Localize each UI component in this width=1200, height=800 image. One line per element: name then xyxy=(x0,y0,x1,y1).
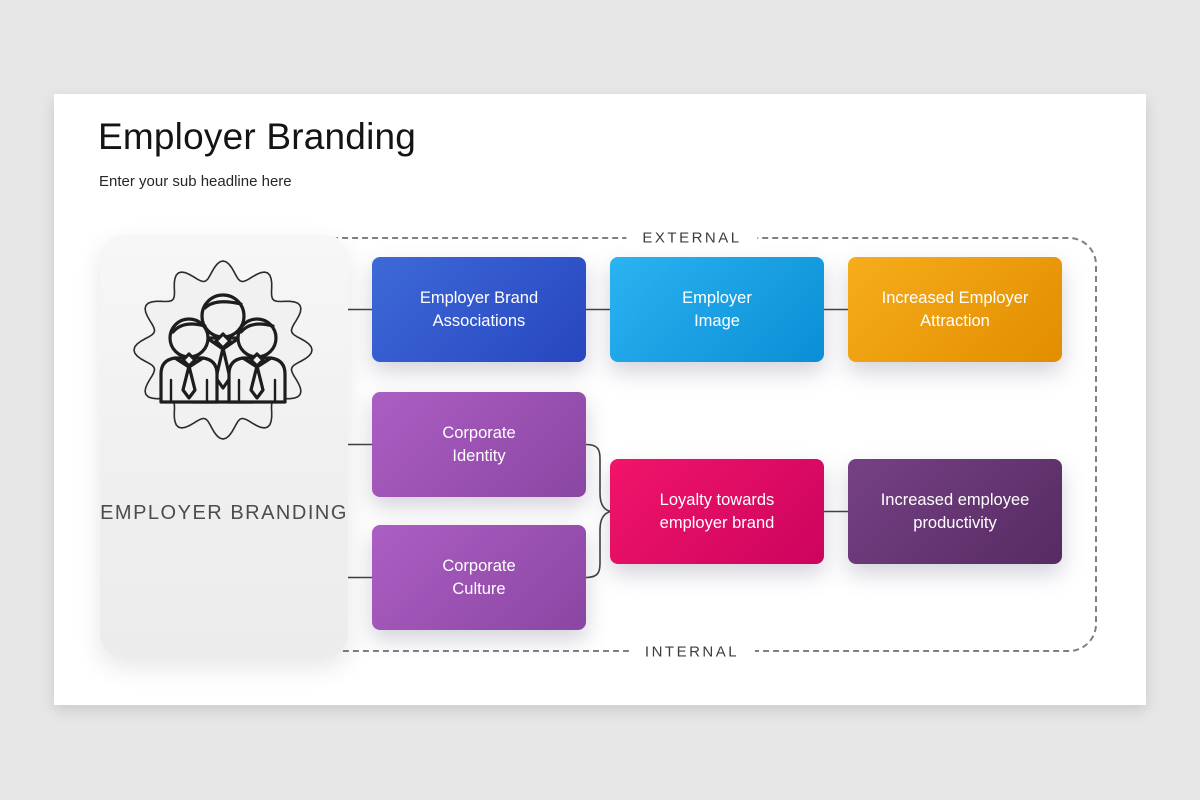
node-label-line2: employer brand xyxy=(659,513,775,532)
node-label-line1: Employer Brand xyxy=(419,289,539,308)
hub-label-line2: BRANDING xyxy=(230,502,348,524)
node-employer-image: Employer Image xyxy=(610,257,824,362)
hub-card-employer-branding: EMPLOYER BRANDING xyxy=(100,235,348,657)
zone-label-internal: INTERNAL xyxy=(628,641,756,663)
hub-label-line1: EMPLOYER xyxy=(100,502,224,524)
node-label-line2: Associations xyxy=(432,311,526,330)
node-corporate-identity: Corporate Identity xyxy=(372,392,586,497)
slide-canvas: Employer Branding Enter your sub headlin… xyxy=(54,94,1146,705)
node-increased-employee-productivity: Increased employee productivity xyxy=(848,459,1062,564)
team-people-seal-badge-icon xyxy=(133,260,313,440)
node-corporate-culture: Corporate Culture xyxy=(372,525,586,630)
node-loyalty-towards-employer-brand: Loyalty towards employer brand xyxy=(610,459,824,564)
node-employer-brand-associations: Employer Brand Associations xyxy=(372,257,586,362)
hub-label: EMPLOYER BRANDING xyxy=(100,499,348,527)
node-label-line2: Culture xyxy=(452,579,506,598)
node-increased-employer-attraction: Increased Employer Attraction xyxy=(848,257,1062,362)
page-title: Employer Branding xyxy=(98,116,417,157)
node-label-line1: Corporate xyxy=(442,424,516,443)
node-label-line2: productivity xyxy=(913,513,997,532)
node-label-line1: Employer xyxy=(682,289,752,308)
page-subtitle: Enter your sub headline here xyxy=(99,173,292,190)
node-label-line1: Increased Employer xyxy=(881,289,1029,308)
node-label-line2: Identity xyxy=(452,446,506,465)
zone-label-external: EXTERNAL xyxy=(626,227,758,249)
node-label-line1: Increased employee xyxy=(880,491,1030,510)
node-label-line1: Loyalty towards xyxy=(659,491,775,510)
node-label-line2: Attraction xyxy=(920,311,990,330)
node-label-line2: Image xyxy=(694,311,740,330)
node-label-line1: Corporate xyxy=(442,557,516,576)
